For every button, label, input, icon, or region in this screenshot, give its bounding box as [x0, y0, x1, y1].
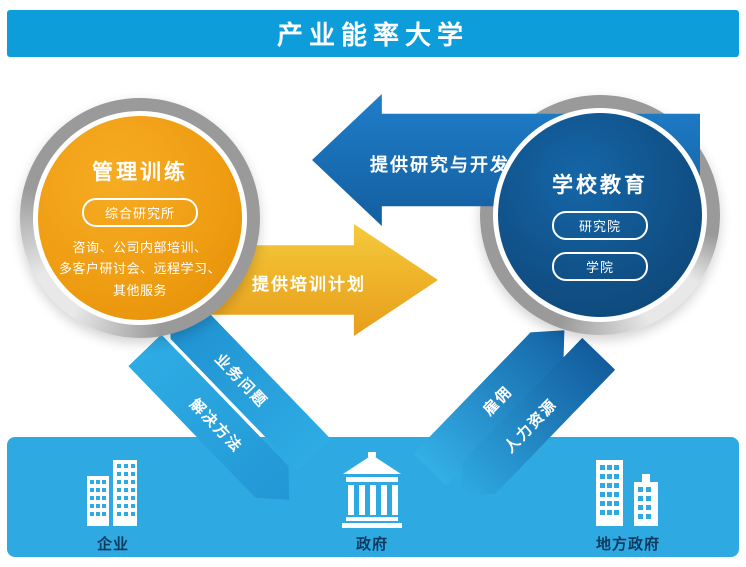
government-label: 政府 [355, 536, 388, 553]
local-government-buildings-icon [596, 460, 658, 526]
description-line: 咨询、公司内部培训、 [72, 240, 208, 255]
management-training-description: 咨询、公司内部培训、 多客户研讨会、远程学习、 其他服务 [59, 237, 221, 301]
header-banner: 产业能率大学 [7, 10, 739, 57]
page-title: 产业能率大学 [276, 20, 469, 50]
graduate-school-badge: 研究院 [552, 211, 648, 240]
research-dev-label: 提供研究与开发 [370, 155, 510, 175]
school-education-title: 学校教育 [552, 174, 648, 197]
training-plan-label: 提供培训计划 [252, 275, 366, 294]
description-line: 多客户研讨会、远程学习、 [58, 261, 221, 277]
school-education-circle: 学校教育 研究院 学院 [498, 113, 702, 317]
government-item: 政府 [327, 452, 417, 554]
government-building-icon [342, 452, 402, 528]
enterprise-label: 企业 [96, 536, 129, 553]
enterprise-buildings-icon [87, 460, 137, 526]
enterprise-item: 企业 [68, 452, 158, 554]
research-institute-badge: 综合研究所 [82, 198, 198, 227]
college-badge: 学院 [552, 252, 648, 281]
management-training-circle: 管理训练 综合研究所 咨询、公司内部培训、 多客户研讨会、远程学习、 其他服务 [38, 116, 242, 320]
local-government-item: 地方政府 [580, 452, 676, 554]
management-training-title: 管理训练 [92, 161, 188, 184]
description-line: 其他服务 [112, 282, 167, 298]
local-government-label: 地方政府 [595, 536, 660, 553]
